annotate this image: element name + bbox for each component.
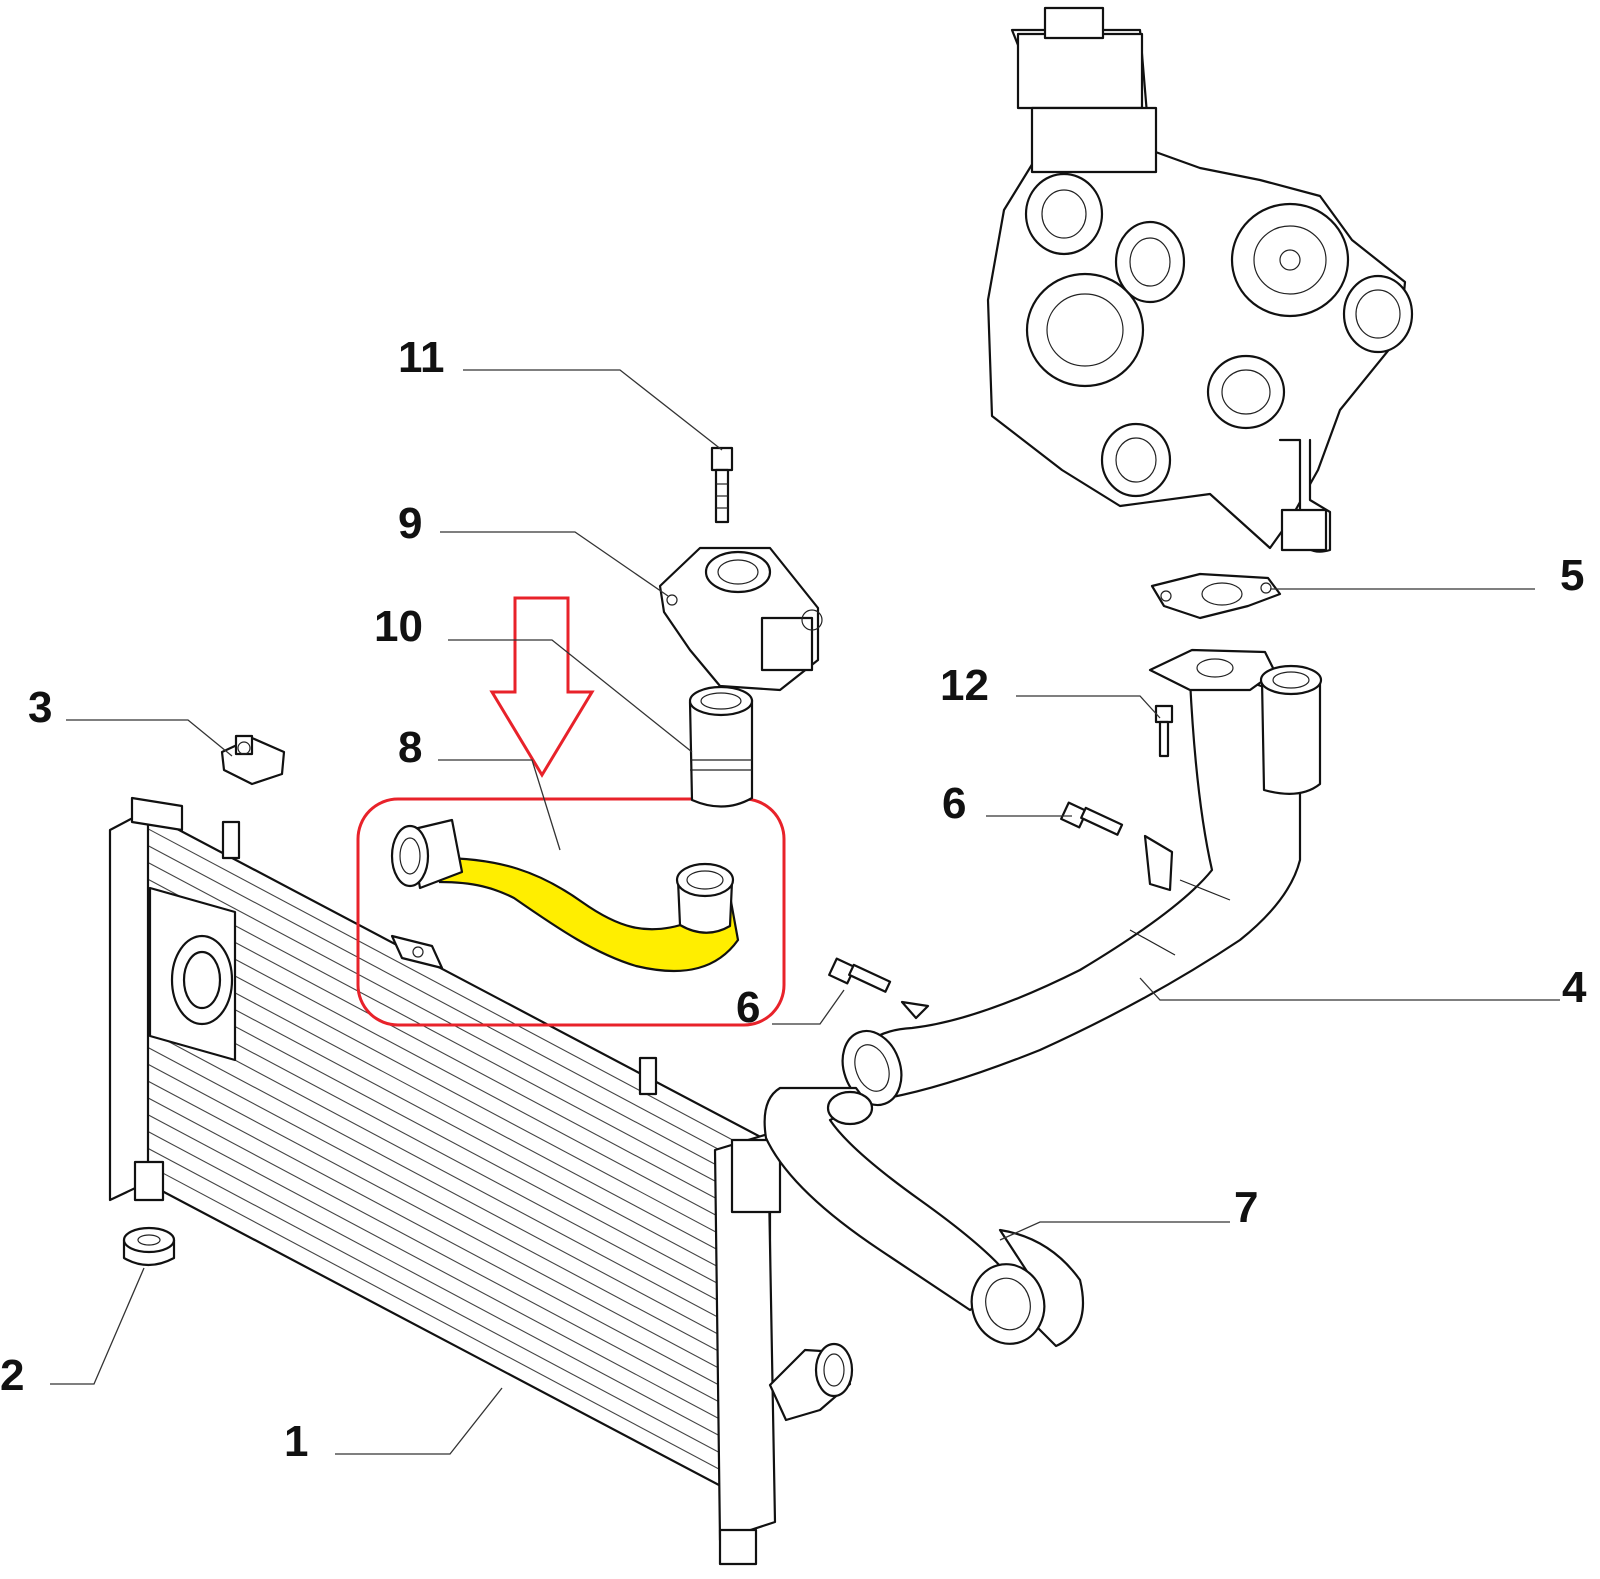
callout-1: 1 [284, 1417, 308, 1466]
bolt-part-6-lower [828, 957, 892, 993]
intercooler-part-1 [108, 796, 854, 1566]
callout-6-lower: 6 [736, 983, 760, 1032]
intercooler-fin-line [147, 996, 769, 1328]
callout-12: 12 [940, 661, 989, 710]
callout-2: 2 [0, 1351, 24, 1400]
turbocharger-assembly [986, 6, 1414, 553]
intercooler-fin-line [147, 1063, 769, 1395]
callout-9: 9 [398, 499, 422, 548]
intercooler-fin-line [147, 1164, 769, 1496]
intercooler-fins [147, 828, 769, 1496]
intercooler-fin-line [147, 1080, 769, 1412]
hose-part-7 [763, 1086, 1084, 1348]
highlight-outline [356, 797, 786, 1027]
callout-labels: 11 9 10 8 3 12 6 6 5 4 7 2 1 [0, 333, 1587, 1466]
intercooler-fin-line [147, 861, 769, 1193]
callout-8: 8 [398, 723, 422, 772]
intercooler-fin-line [147, 1114, 769, 1446]
callout-5: 5 [1560, 551, 1584, 600]
throttle-part-9 [658, 546, 823, 692]
callout-10: 10 [374, 602, 423, 651]
intercooler-fin-line [147, 962, 769, 1294]
bolt-part-12 [1154, 704, 1174, 758]
intercooler-fin-line [147, 1147, 769, 1479]
bolt-part-6-upper [1060, 801, 1124, 836]
pipe-part-4 [841, 648, 1323, 1107]
intercooler-fin-line [147, 929, 769, 1261]
coupling-part-10 [688, 685, 754, 808]
callout-6-upper: 6 [942, 779, 966, 828]
intercooler-fin-line [147, 1013, 769, 1345]
intercooler-fin-line [147, 1097, 769, 1429]
clip-part-3 [220, 734, 286, 786]
gasket-part-5 [1150, 572, 1282, 620]
callout-7: 7 [1234, 1183, 1258, 1232]
grommet-part-2 [122, 1226, 176, 1267]
intercooler-fin-line [147, 878, 769, 1210]
bolt-part-11 [710, 446, 734, 524]
intercooler-fin-line [147, 912, 769, 1244]
intercooler-fin-line [147, 1131, 769, 1463]
highlight-arrow-icon [489, 596, 595, 778]
leader-lines [50, 369, 1560, 1455]
callout-3: 3 [28, 683, 52, 732]
callout-4: 4 [1562, 963, 1587, 1012]
intercooler-fin-line [147, 895, 769, 1227]
intercooler-fin-line [147, 979, 769, 1311]
hose-part-8 [390, 818, 740, 973]
intercooler-fin-line [147, 845, 769, 1177]
intercooler-fin-line [147, 946, 769, 1278]
intercooler-fin-line [147, 828, 769, 1160]
hose-body [436, 856, 740, 973]
intercooler-fin-line [147, 1046, 769, 1378]
callout-11: 11 [398, 333, 445, 382]
intercooler-fin-line [147, 1030, 769, 1362]
